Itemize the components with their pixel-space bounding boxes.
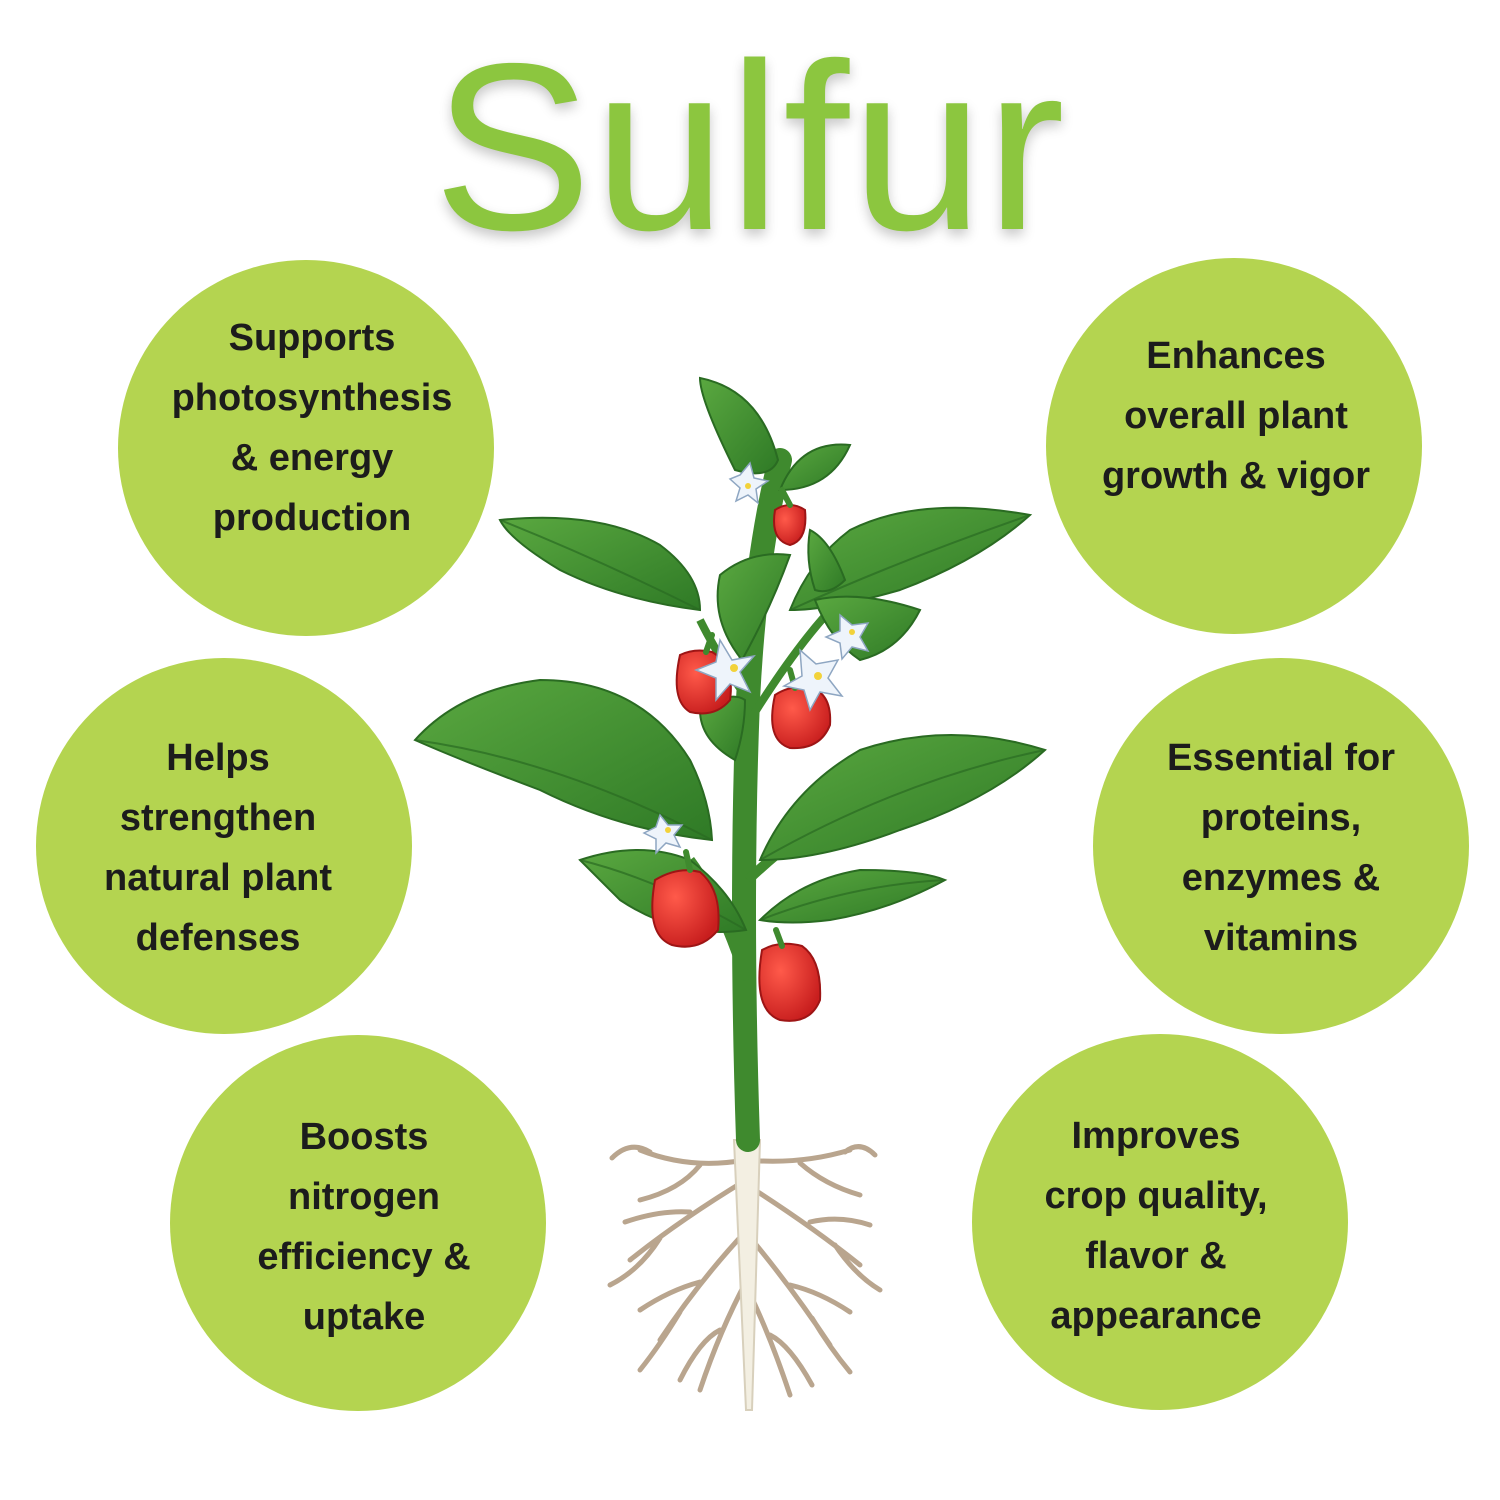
benefit-circle-defenses: Helps strengthen natural plant defenses (36, 658, 412, 1034)
pepper-plant-icon (413, 376, 1047, 1411)
benefit-circle-growth: Enhances overall plant growth & vigor (1046, 258, 1422, 634)
benefit-circle-nitrogen: Boosts nitrogen efficiency & uptake (170, 1035, 546, 1411)
benefit-label: Essential for proteins, enzymes & vitami… (1166, 737, 1396, 959)
benefit-circle-crop-quality: Improves crop quality, flavor & appearan… (972, 1034, 1348, 1410)
benefit-label: Enhances overall plant growth & vigor (1101, 335, 1371, 497)
benefit-label: Improves crop quality, flavor & appearan… (1044, 1115, 1268, 1337)
taproot (732, 1139, 762, 1411)
benefit-circle-photosynthesis: Supports photosynthesis & energy product… (118, 260, 494, 636)
flowers (642, 461, 870, 855)
benefit-circle-proteins: Essential for proteins, enzymes & vitami… (1093, 658, 1469, 1034)
main-stem (732, 448, 792, 1152)
benefit-label: Supports photosynthesis & energy product… (171, 317, 453, 539)
page-title: Sulfur (433, 15, 1067, 280)
benefit-label: Helps strengthen natural plant defenses (103, 737, 333, 959)
benefit-label: Boosts nitrogen efficiency & uptake (257, 1116, 471, 1338)
leaves (413, 376, 1047, 933)
